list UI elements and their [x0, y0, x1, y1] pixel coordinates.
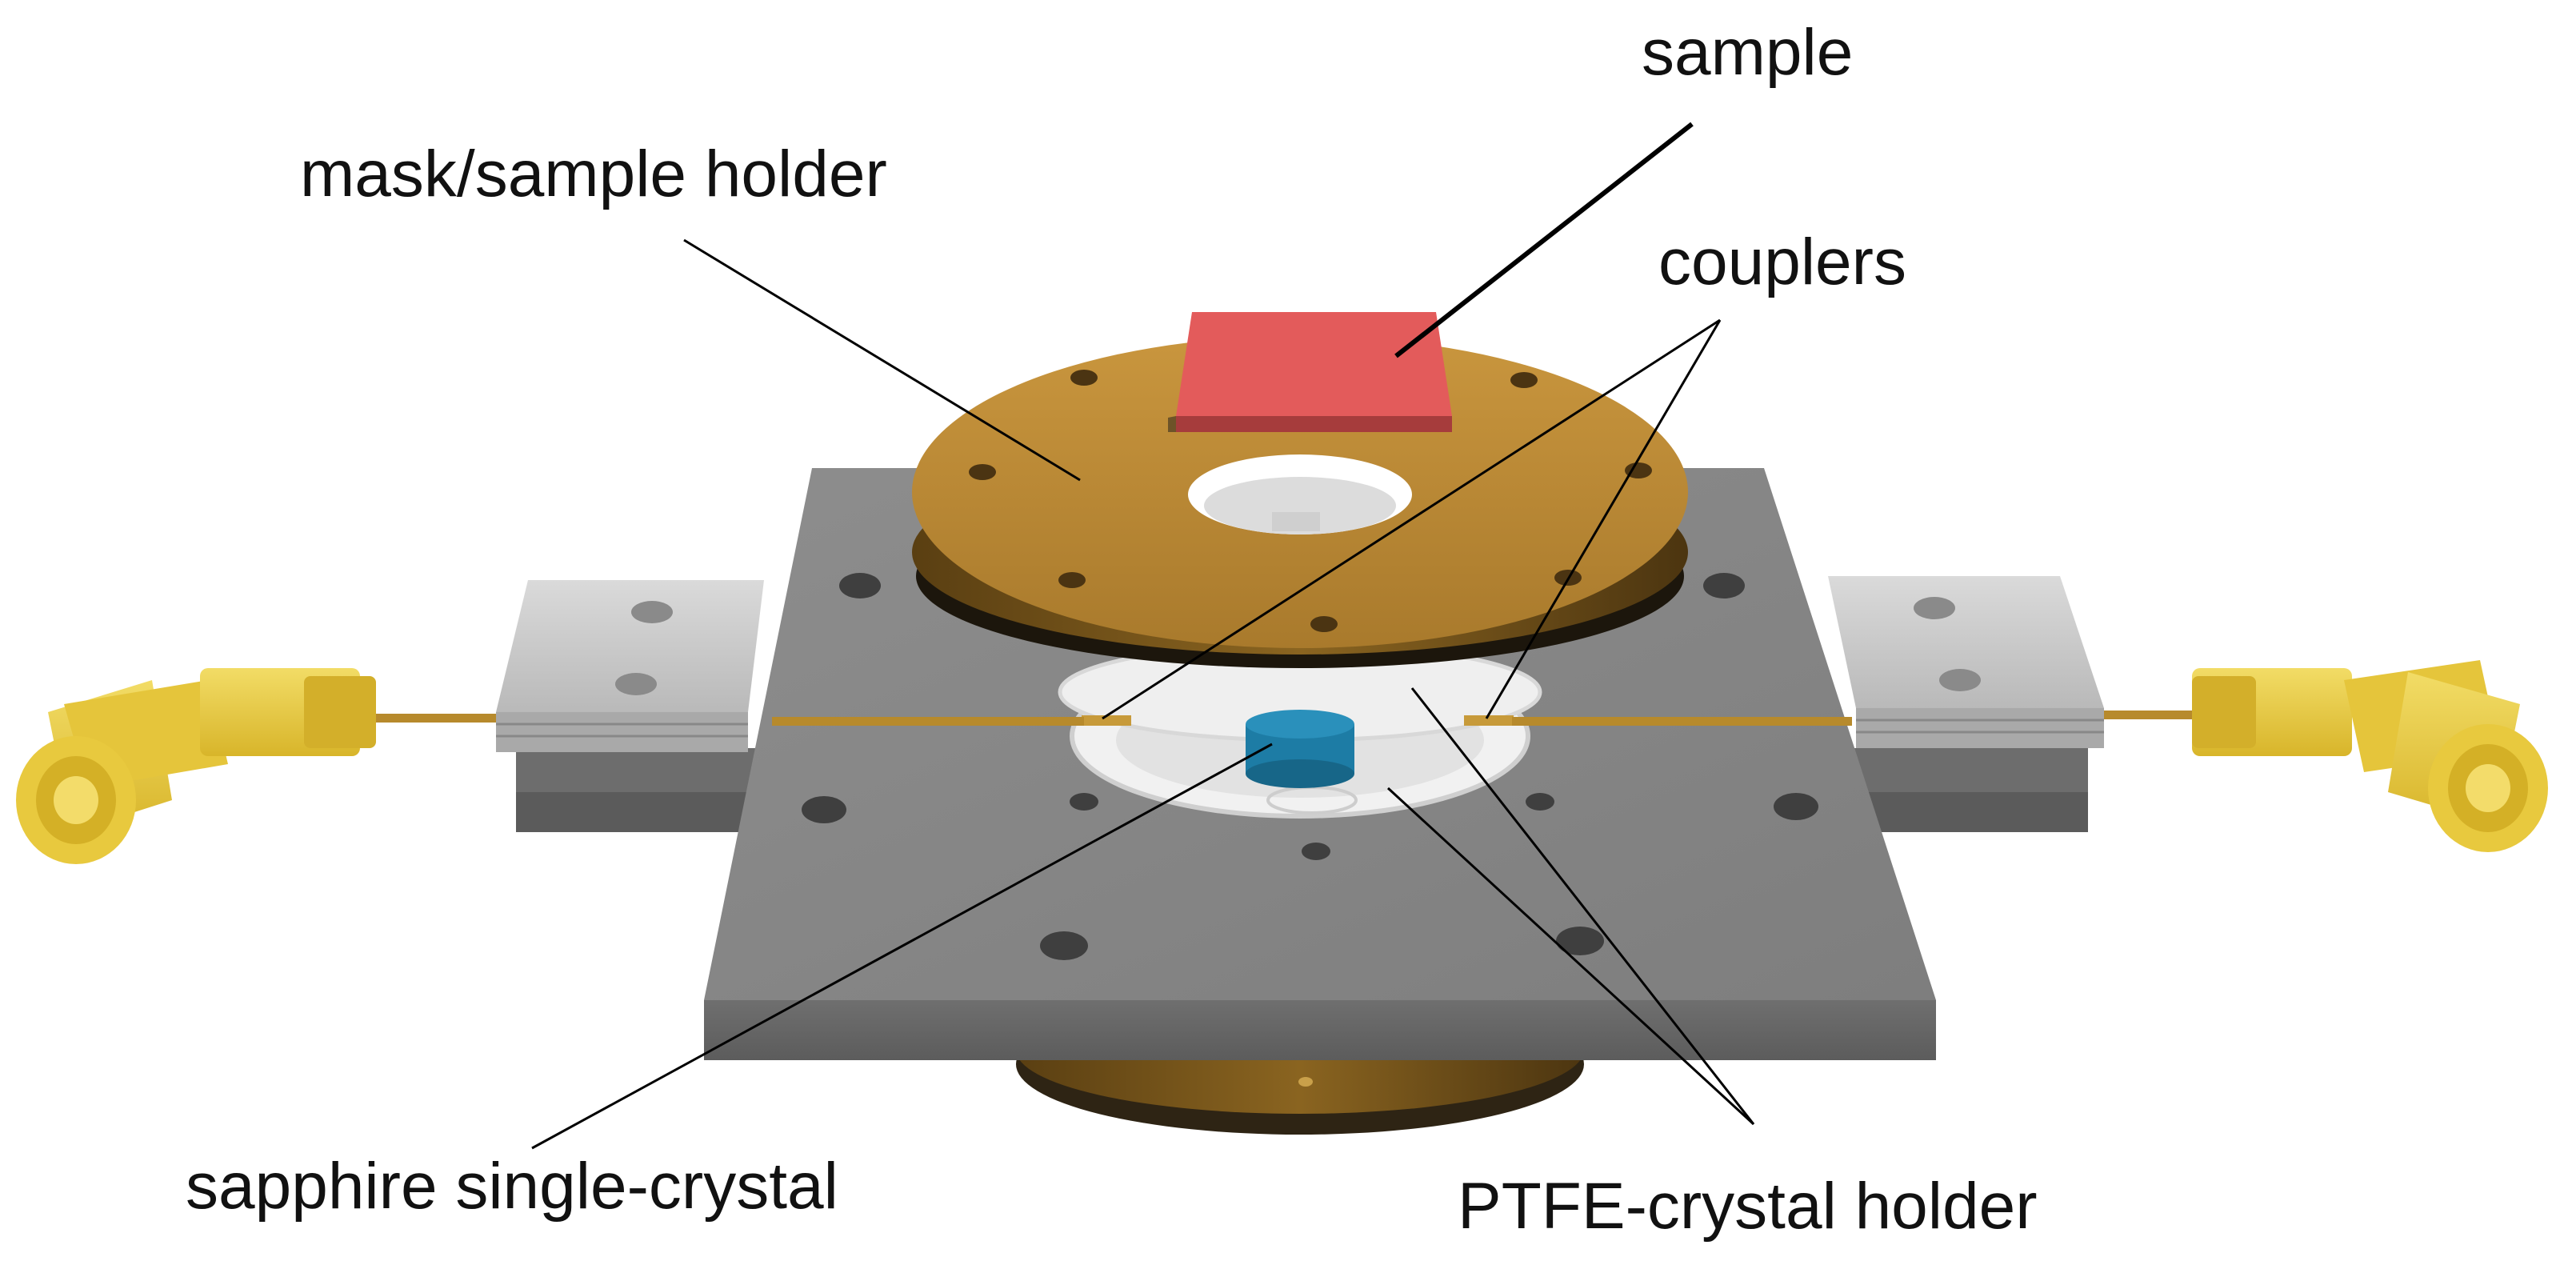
leader-ptfe-lower: [1386, 787, 1755, 1126]
leader-sapphire: [531, 743, 1273, 1150]
side-rail-left: [516, 748, 768, 832]
label-sapphire: sapphire single-crystal: [186, 1150, 838, 1223]
side-rail-right: [1824, 748, 2088, 832]
label-couplers: couplers: [1658, 226, 1906, 298]
sample-block: [1168, 312, 1452, 432]
coupler-pins: [376, 711, 2224, 726]
clamp-left: [496, 580, 764, 752]
leader-mask-holder: [683, 238, 1081, 482]
label-sample: sample: [1642, 16, 1853, 89]
connector-right: [2192, 660, 2548, 852]
leader-sample: [1394, 122, 1694, 358]
label-mask-holder: mask/sample holder: [300, 138, 887, 210]
clamp-right: [1828, 576, 2104, 748]
leader-lines: [531, 122, 1755, 1150]
connector-left: [16, 668, 376, 864]
leader-couplers-right: [1485, 319, 1722, 719]
label-ptfe: PTFE-crystal holder: [1458, 1170, 2038, 1243]
mask-sample-holder: [912, 336, 1688, 668]
leader-ptfe-upper: [1410, 687, 1755, 1125]
leader-couplers-left: [1102, 318, 1721, 720]
